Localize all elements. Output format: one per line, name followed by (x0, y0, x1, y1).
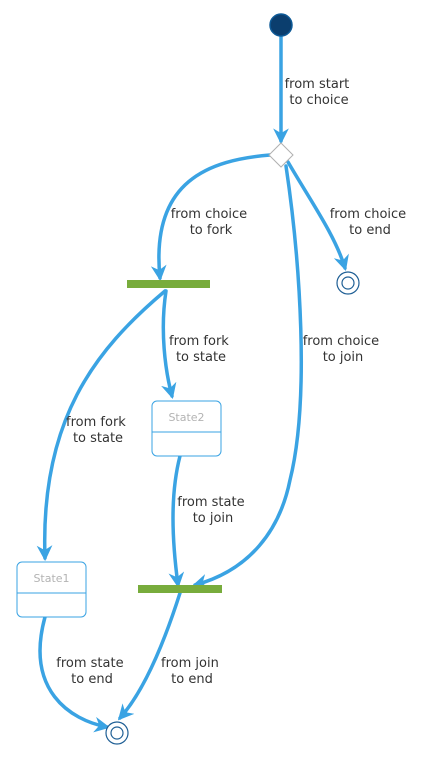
edge-choice-to-fork (150, 153, 272, 282)
label-state1-to-end: from state to end (56, 656, 127, 687)
state-state1: State1 (16, 561, 87, 618)
edge-state1-to-end (38, 615, 111, 733)
label-start-to-choice: from start to choice (285, 77, 354, 108)
join-bar (138, 585, 222, 593)
label-fork-to-state2: from fork to state (169, 334, 233, 365)
state-state2: State2 (151, 400, 222, 457)
final-node-bottom (105, 721, 129, 745)
edge-join-to-end (117, 591, 182, 721)
final-node-right (336, 271, 360, 295)
edge-choice-to-join (191, 164, 304, 590)
state2-name: State2 (168, 411, 204, 424)
label-choice-to-fork: from choice to fork (171, 207, 252, 238)
edge-fork-to-state2 (161, 289, 177, 400)
label-choice-to-end: from choice to end (330, 207, 411, 238)
label-state2-to-join: from state to join (177, 495, 248, 526)
edge-fork-to-state1 (36, 289, 167, 562)
label-fork-to-state1: from fork to state (66, 415, 130, 446)
edge-state2-to-join (168, 454, 185, 589)
label-choice-to-join: from choice to join (303, 334, 384, 365)
state1-name: State1 (33, 572, 69, 585)
choice-node (268, 142, 294, 168)
initial-node (269, 13, 293, 37)
fork-bar (127, 280, 210, 288)
label-join-to-end: from join to end (161, 656, 223, 687)
edge-choice-to-end (286, 160, 349, 272)
